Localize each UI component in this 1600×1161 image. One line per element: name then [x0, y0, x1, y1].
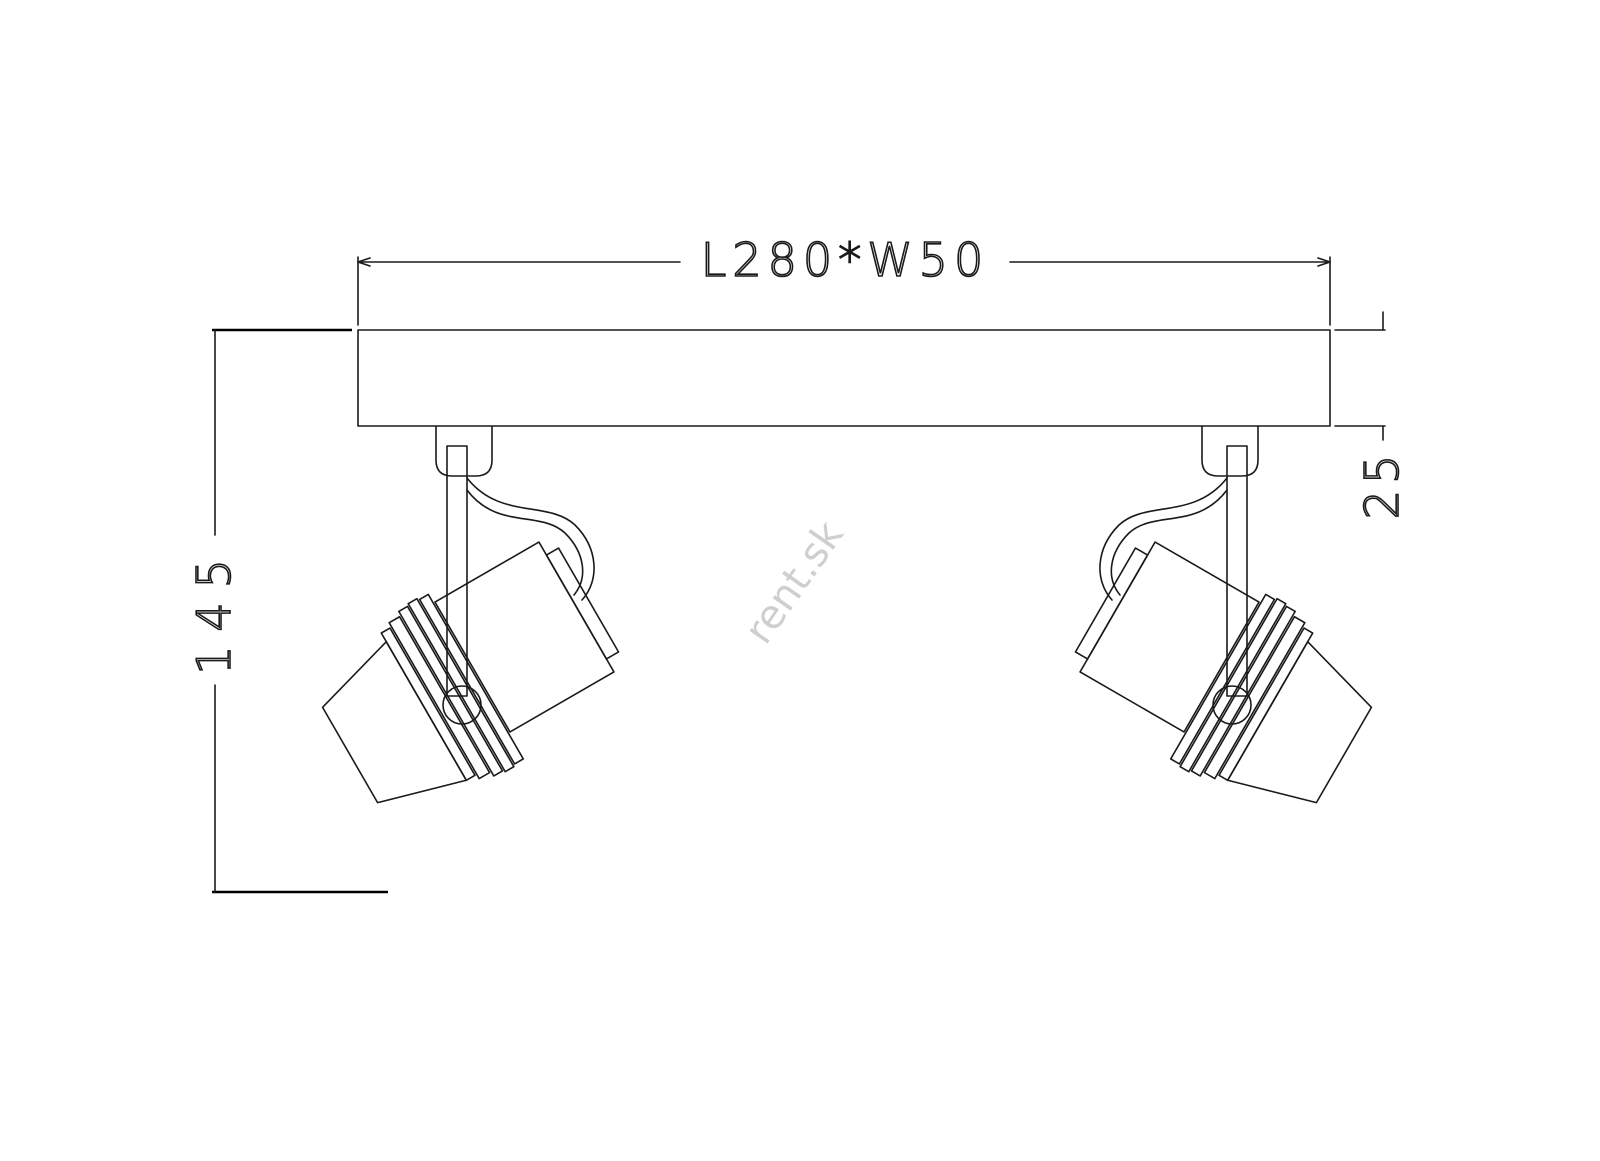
spotlight-left	[321, 425, 620, 804]
base-height-dimension: 25	[1334, 311, 1410, 520]
length-dimension: L280*W50	[357, 232, 1331, 326]
length-width-label: L280*W50	[701, 233, 989, 287]
total-height-dimension: 145	[186, 328, 388, 894]
base-bar	[357, 329, 1331, 427]
total-height-label: 145	[187, 545, 241, 675]
watermark: rent.sk	[736, 512, 853, 652]
base-height-label: 25	[1355, 449, 1409, 520]
spotlight-right	[1074, 425, 1373, 804]
